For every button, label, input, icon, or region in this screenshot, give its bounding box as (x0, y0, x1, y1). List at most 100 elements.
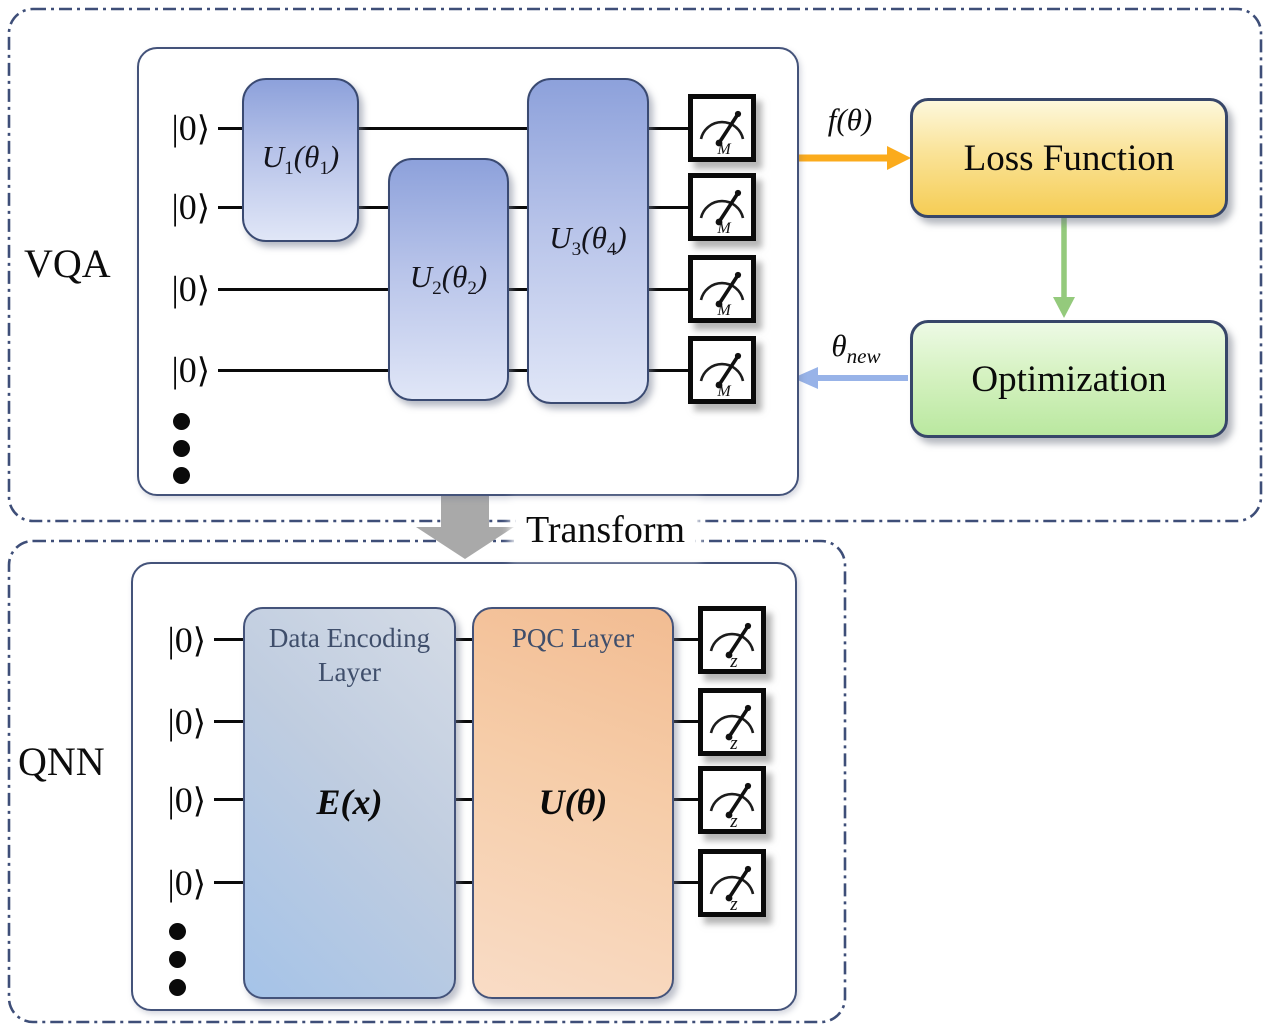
gauge-icon: z (709, 782, 755, 829)
gauge-pivot (715, 218, 723, 226)
loss-to-optimization-arrow-head (1053, 297, 1075, 318)
ket-text: |0 (167, 620, 193, 660)
pqc-layer-box: PQC Layer U(θ) (472, 607, 674, 999)
gauge-needle-tip (734, 271, 742, 279)
f-theta-label: f(θ) (827, 102, 873, 137)
gauge-needle-tip (734, 189, 742, 197)
gauge-basis-label: M (716, 141, 732, 157)
gate-arg-close: ) (476, 258, 488, 294)
gate-arg-sub: 1 (319, 158, 329, 180)
gauge-arc (709, 792, 755, 812)
ket-text: |0 (171, 187, 197, 227)
gate-u1: U1(θ1) (242, 78, 359, 242)
gauge-needle (717, 355, 740, 386)
gauge-needle-tip (744, 865, 752, 873)
gauge-needle (727, 785, 750, 816)
gauge-pivot (715, 300, 723, 308)
gate-u2-label: U2(θ2) (410, 259, 488, 300)
gate-u2: U2(θ2) (388, 158, 509, 401)
gate-u3: U3(θ4) (527, 78, 649, 404)
pqc-layer-title: PQC Layer (511, 623, 635, 653)
gauge-icon: M (699, 189, 745, 236)
theta-new-label: θnew (800, 328, 912, 369)
vqa-qubit-ket-1: |0⟩ (148, 106, 210, 150)
gate-base: U (261, 139, 285, 175)
ket-bracket: ⟩ (192, 781, 206, 821)
ket-text: |0 (167, 780, 193, 820)
qnn-ellipsis-dot (169, 923, 186, 940)
measurement-gauge-m-4: M (688, 336, 756, 404)
gauge-needle (717, 274, 740, 305)
data-encoding-layer-title: Data Encoding Layer (245, 621, 454, 689)
gauge-pivot (725, 811, 733, 819)
measurement-gauge-m-1: M (688, 94, 756, 162)
data-encoding-layer-box: Data Encoding Layer E(x) (243, 607, 456, 999)
gauge-icon: z (709, 865, 755, 912)
vqa-qubit-ket-2: |0⟩ (148, 185, 210, 229)
gauge-icon: M (699, 271, 745, 318)
vqa-section-label: VQA (24, 241, 111, 286)
gauge-needle-tip (734, 110, 742, 118)
gauge-needle-tip (744, 622, 752, 630)
gauge-pivot (725, 894, 733, 902)
gate-arg: (θ (441, 258, 468, 294)
qnn-qubit-wire-1 (214, 638, 700, 641)
measurement-gauge-m-2: M (688, 173, 756, 241)
gauge-needle (727, 625, 750, 656)
gauge-basis-label: M (716, 383, 732, 399)
measurement-gauge-m-3: M (688, 255, 756, 323)
vqa-qubit-ket-4: |0⟩ (148, 348, 210, 392)
gauge-arc (709, 632, 755, 652)
qnn-ellipsis-dot (169, 979, 186, 996)
gauge-needle (727, 868, 750, 899)
measurement-gauge-z-2: z (698, 688, 766, 756)
gauge-icon: z (709, 704, 755, 751)
gauge-arc (709, 714, 755, 734)
qnn-section-border (7, 539, 847, 1024)
measurement-gauge-z-4: z (698, 849, 766, 917)
ket-bracket: ⟩ (192, 864, 206, 904)
theta-new-base: θ (831, 328, 847, 363)
ket-bracket: ⟩ (196, 351, 210, 391)
gate-base: U (409, 258, 433, 294)
ket-bracket: ⟩ (192, 703, 206, 743)
ket-text: |0 (171, 108, 197, 148)
qnn-qubit-ket-2: |0⟩ (144, 700, 206, 744)
gate-base-sub: 3 (571, 239, 582, 261)
gate-arg: (θ (293, 139, 320, 175)
vqa-qubit-ket-3: |0⟩ (148, 267, 210, 311)
gauge-basis-label: z (729, 651, 738, 669)
ket-text: |0 (167, 863, 193, 903)
gauge-basis-label: z (729, 811, 738, 829)
gauge-basis-label: z (729, 894, 738, 912)
transform-arrow-icon (416, 495, 514, 559)
gauge-needle-tip (734, 352, 742, 360)
gauge-pivot (725, 733, 733, 741)
data-encoding-title-line1: Data Encoding (268, 623, 431, 653)
gauge-arc (699, 120, 745, 140)
ket-bracket: ⟩ (192, 621, 206, 661)
ket-text: |0 (171, 269, 197, 309)
gauge-pivot (715, 139, 723, 147)
theta-new-arrow-head (793, 367, 818, 389)
gauge-icon: M (699, 352, 745, 399)
gauge-icon: z (709, 622, 755, 669)
gauge-pivot (715, 381, 723, 389)
gauge-basis-label: M (716, 302, 732, 318)
ket-bracket: ⟩ (196, 188, 210, 228)
vqa-ellipsis-dot (173, 440, 190, 457)
gate-arg-sub: 2 (467, 278, 477, 300)
gate-u3-label: U3(θ4) (549, 220, 627, 261)
pqc-formula: U(θ) (538, 782, 608, 823)
loss-function-box: Loss Function (910, 98, 1228, 218)
ket-bracket: ⟩ (196, 109, 210, 149)
theta-new-sub: new (846, 344, 881, 369)
gauge-needle (717, 192, 740, 223)
gauge-basis-label: z (729, 733, 738, 751)
gauge-arc (699, 199, 745, 219)
optimization-label: Optimization (971, 358, 1167, 400)
gate-arg-close: ) (616, 220, 627, 256)
qnn-qubit-ket-3: |0⟩ (144, 778, 206, 822)
qnn-ellipsis-dot (169, 951, 186, 968)
